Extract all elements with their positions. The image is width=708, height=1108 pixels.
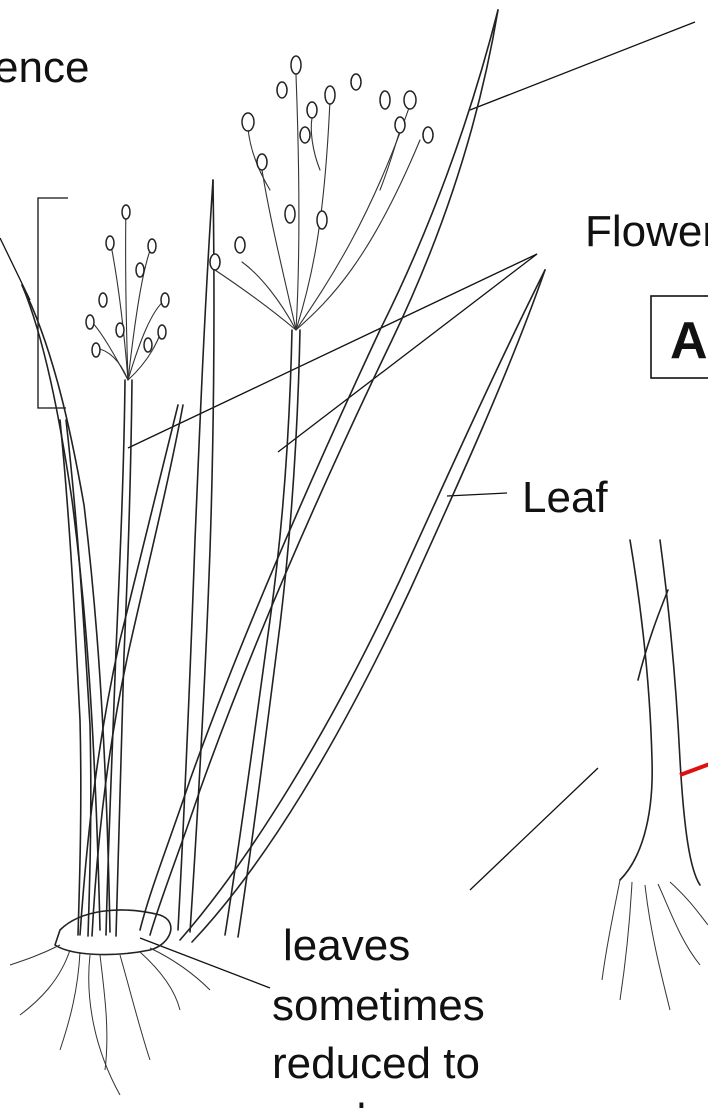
floret	[158, 325, 166, 339]
base-sheath	[55, 910, 171, 955]
floret	[423, 127, 433, 143]
label-inflorescence: ence	[0, 43, 89, 92]
floret	[99, 293, 107, 307]
flowering-stem-leader-2	[278, 254, 537, 452]
inflorescence-left	[86, 205, 169, 380]
floret	[92, 343, 100, 357]
floret	[235, 237, 245, 253]
floret	[106, 236, 114, 250]
flowering-stem-right-a	[225, 330, 292, 935]
label-leaves-line-2: sometimes	[272, 981, 485, 1030]
floret	[380, 91, 390, 109]
leaf-center-b	[190, 180, 214, 932]
label-leaves-line-3: reduced to	[272, 1039, 480, 1088]
label-leaf: Leaf	[522, 473, 608, 522]
floret	[285, 205, 295, 223]
leaf-right-a	[180, 270, 545, 940]
floret	[148, 239, 156, 253]
roots-main	[10, 945, 210, 1095]
leaf-center-a	[178, 180, 213, 930]
flowering-stem-leader-1	[128, 254, 537, 448]
floret	[86, 315, 94, 329]
detail-sheath-right	[660, 540, 700, 885]
detail-leader	[470, 768, 598, 890]
flowering-stem-left-b	[116, 380, 132, 936]
floret	[395, 117, 405, 133]
floret	[242, 113, 254, 131]
floret	[300, 127, 310, 143]
detail-sheath-left	[620, 540, 652, 880]
leaf-right-b	[192, 270, 545, 942]
floret	[291, 56, 301, 74]
diagonal-stem-b	[92, 405, 183, 936]
red-marker	[680, 762, 708, 775]
label-leaves-line-4: scales	[288, 1095, 413, 1108]
tall-bract-leaf-b	[150, 10, 498, 935]
floret	[257, 154, 267, 170]
inflorescence-bracket	[38, 198, 68, 408]
floret	[144, 338, 152, 352]
floret	[210, 254, 220, 270]
label-leaves-line-1: leaves	[283, 921, 410, 970]
floret	[404, 91, 416, 109]
floret	[136, 263, 144, 277]
floret	[161, 293, 169, 307]
label-flowering: Floweri	[585, 207, 708, 256]
floret	[317, 211, 327, 229]
floret	[122, 205, 130, 219]
base-detail	[602, 540, 708, 1010]
main-plant	[10, 10, 545, 1095]
leaf-left-2-a	[60, 420, 81, 935]
floret	[116, 323, 124, 337]
floret	[351, 74, 361, 90]
floret	[307, 102, 317, 118]
roots-detail	[602, 880, 708, 1010]
tall-bract-leaf-a	[140, 10, 498, 930]
bract-leader	[470, 22, 695, 110]
floret	[277, 82, 287, 98]
label-box-letter: A	[670, 312, 708, 370]
floret	[325, 86, 335, 104]
leaf-leader	[447, 493, 507, 496]
